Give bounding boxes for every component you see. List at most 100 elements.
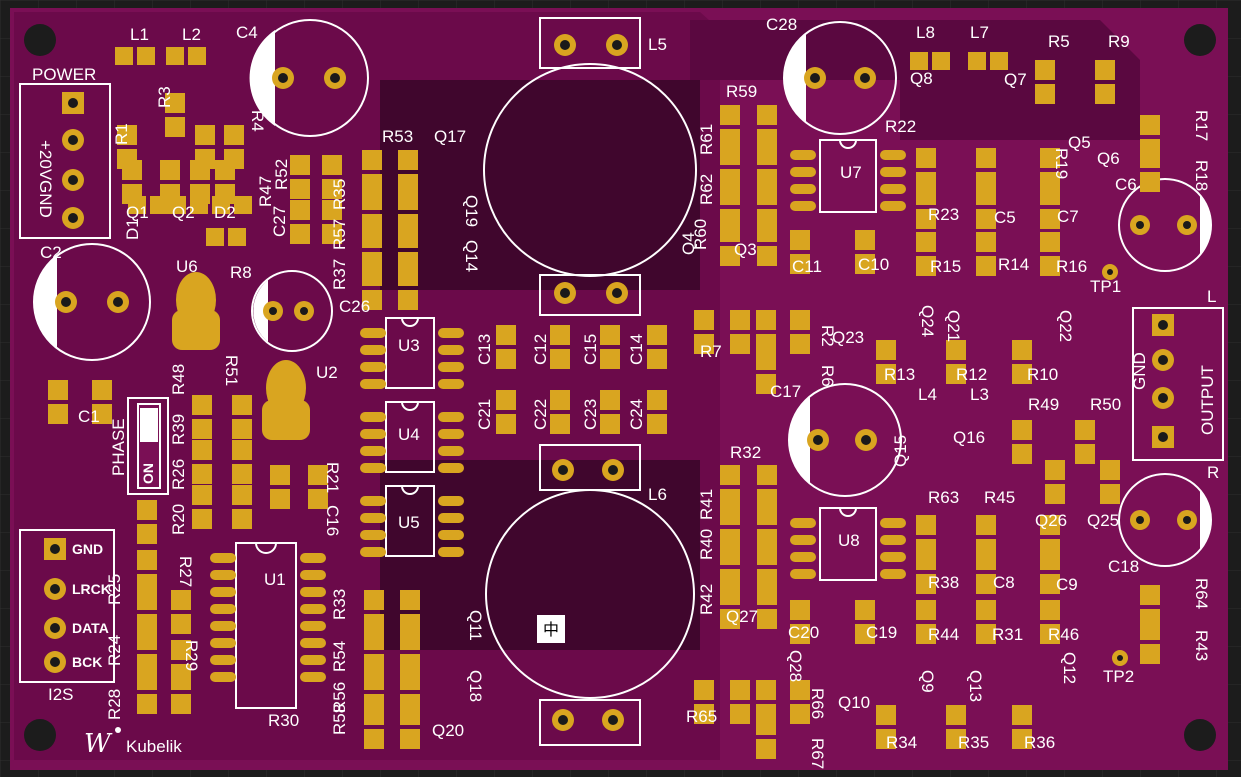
component-label-q14: Q14 [462, 240, 481, 272]
component-label-q7: Q7 [1004, 70, 1027, 89]
component-label-r29: R29 [182, 640, 201, 671]
component-label-q17: Q17 [434, 127, 466, 146]
smd-pad-pair [976, 185, 996, 229]
soic-leg-pad [438, 412, 464, 422]
smd-pad-pair [694, 310, 714, 354]
smd-pad-pair [946, 705, 966, 749]
output-title: OUTPUT [1198, 365, 1217, 435]
component-label-r44: R44 [928, 625, 959, 644]
component-label-q3: Q3 [734, 240, 757, 259]
component-label-l8: L8 [916, 23, 935, 42]
mount-hole [24, 719, 56, 751]
component-label-r12: R12 [956, 365, 987, 384]
component-label-r2: R2 [818, 325, 837, 347]
smd-pad-pair [232, 440, 252, 484]
smd-pads [48, 47, 1160, 759]
component-label-c22: C22 [531, 399, 550, 430]
power-header-box [19, 83, 111, 239]
component-label-r40: R40 [697, 529, 716, 560]
soic-leg-pad [438, 446, 464, 456]
component-label-c27: C27 [270, 206, 289, 237]
component-label-u6: U6 [176, 257, 198, 276]
power-pin-1: +20V [36, 140, 55, 181]
electrolytic-caps [33, 19, 1212, 567]
soic-leg-pad [300, 587, 326, 597]
soic-leg-pad [300, 638, 326, 648]
smd-pad-pair [855, 600, 875, 644]
smd-pad-pair [48, 380, 68, 424]
i2s-pin-3: DATA [72, 620, 109, 636]
component-label-q19: Q19 [462, 195, 481, 227]
soic-leg-pad [790, 518, 816, 528]
soic-leg-pad [438, 547, 464, 557]
component-label-r24: R24 [105, 635, 124, 666]
component-label-c15: C15 [581, 334, 600, 365]
component-label-q9: Q9 [918, 670, 937, 693]
component-label-r43: R43 [1192, 630, 1211, 661]
soic-leg-pad [880, 569, 906, 579]
smd-pad-pair [757, 585, 777, 629]
soic-leg-pad [360, 513, 386, 523]
smd-pad-pair [550, 325, 570, 369]
component-label-c26: C26 [339, 297, 370, 316]
smd-pad-pair [290, 155, 310, 199]
soic-leg-pad [438, 513, 464, 523]
test-points [1102, 264, 1128, 666]
component-label-q13: Q13 [966, 670, 985, 702]
soic-leg-pad [438, 328, 464, 338]
power-header-pins [62, 92, 84, 229]
soic-leg-pad [300, 672, 326, 682]
smd-pad-pair [756, 310, 776, 354]
component-label-r46: R46 [1048, 625, 1079, 644]
component-label-q4: Q4 [679, 232, 698, 255]
component-label-l7: L7 [970, 23, 989, 42]
ic-outlines [235, 139, 877, 709]
component-label-q26: Q26 [1035, 511, 1067, 530]
soic-leg-pad [790, 150, 816, 160]
soic-leg-pad [880, 518, 906, 528]
smd-pad-pair [322, 200, 342, 244]
i2s-pin-2: LRCK [72, 581, 111, 597]
smd-pad-pair [92, 380, 112, 424]
smd-pad-pair [496, 325, 516, 369]
component-label-r63: R63 [928, 488, 959, 507]
phase-title: PHASE [109, 418, 128, 476]
output-side-r: R [1207, 463, 1219, 482]
component-label-c28: C28 [766, 15, 797, 34]
smd-pad-pair [694, 680, 714, 724]
phase-switch-knob [140, 408, 158, 442]
dark-region-top [380, 80, 700, 290]
smd-pad-pair [757, 145, 777, 189]
component-label-r25: R25 [105, 574, 124, 605]
smd-pad-pair [1012, 420, 1032, 464]
component-label-c11: C11 [792, 257, 822, 276]
smd-pad-pair [308, 465, 328, 509]
component-label-q21: Q21 [944, 310, 963, 342]
component-label-q23: Q23 [832, 328, 864, 347]
component-label-c5: C5 [994, 208, 1016, 227]
smd-pad-pair [976, 550, 996, 594]
smd-pad-pair [876, 340, 896, 384]
soic-leg-pad [360, 463, 386, 473]
smd-pad-pair [910, 52, 950, 70]
soic-leg-pad [790, 201, 816, 211]
component-label-c21: C21 [475, 399, 494, 430]
smd-pad-pair [720, 545, 740, 589]
soic-leg-pad [438, 530, 464, 540]
component-label-l2: L2 [182, 25, 201, 44]
component-label-r61: R61 [697, 124, 716, 155]
component-label-r21: R21 [323, 462, 342, 493]
smd-pad-pair [232, 485, 252, 529]
component-label-r3: R3 [155, 86, 174, 108]
output-side-l: L [1207, 287, 1216, 306]
smd-pad-pair [1045, 460, 1065, 504]
logo-text: Kubelik [126, 737, 182, 756]
smd-pad-pair [720, 585, 740, 629]
component-label-c16: C16 [323, 505, 342, 536]
smd-pad-pair [855, 230, 875, 274]
smd-pad-pair [720, 465, 740, 509]
smd-pad-pair [1040, 232, 1060, 276]
soic-leg-pad [210, 553, 236, 563]
